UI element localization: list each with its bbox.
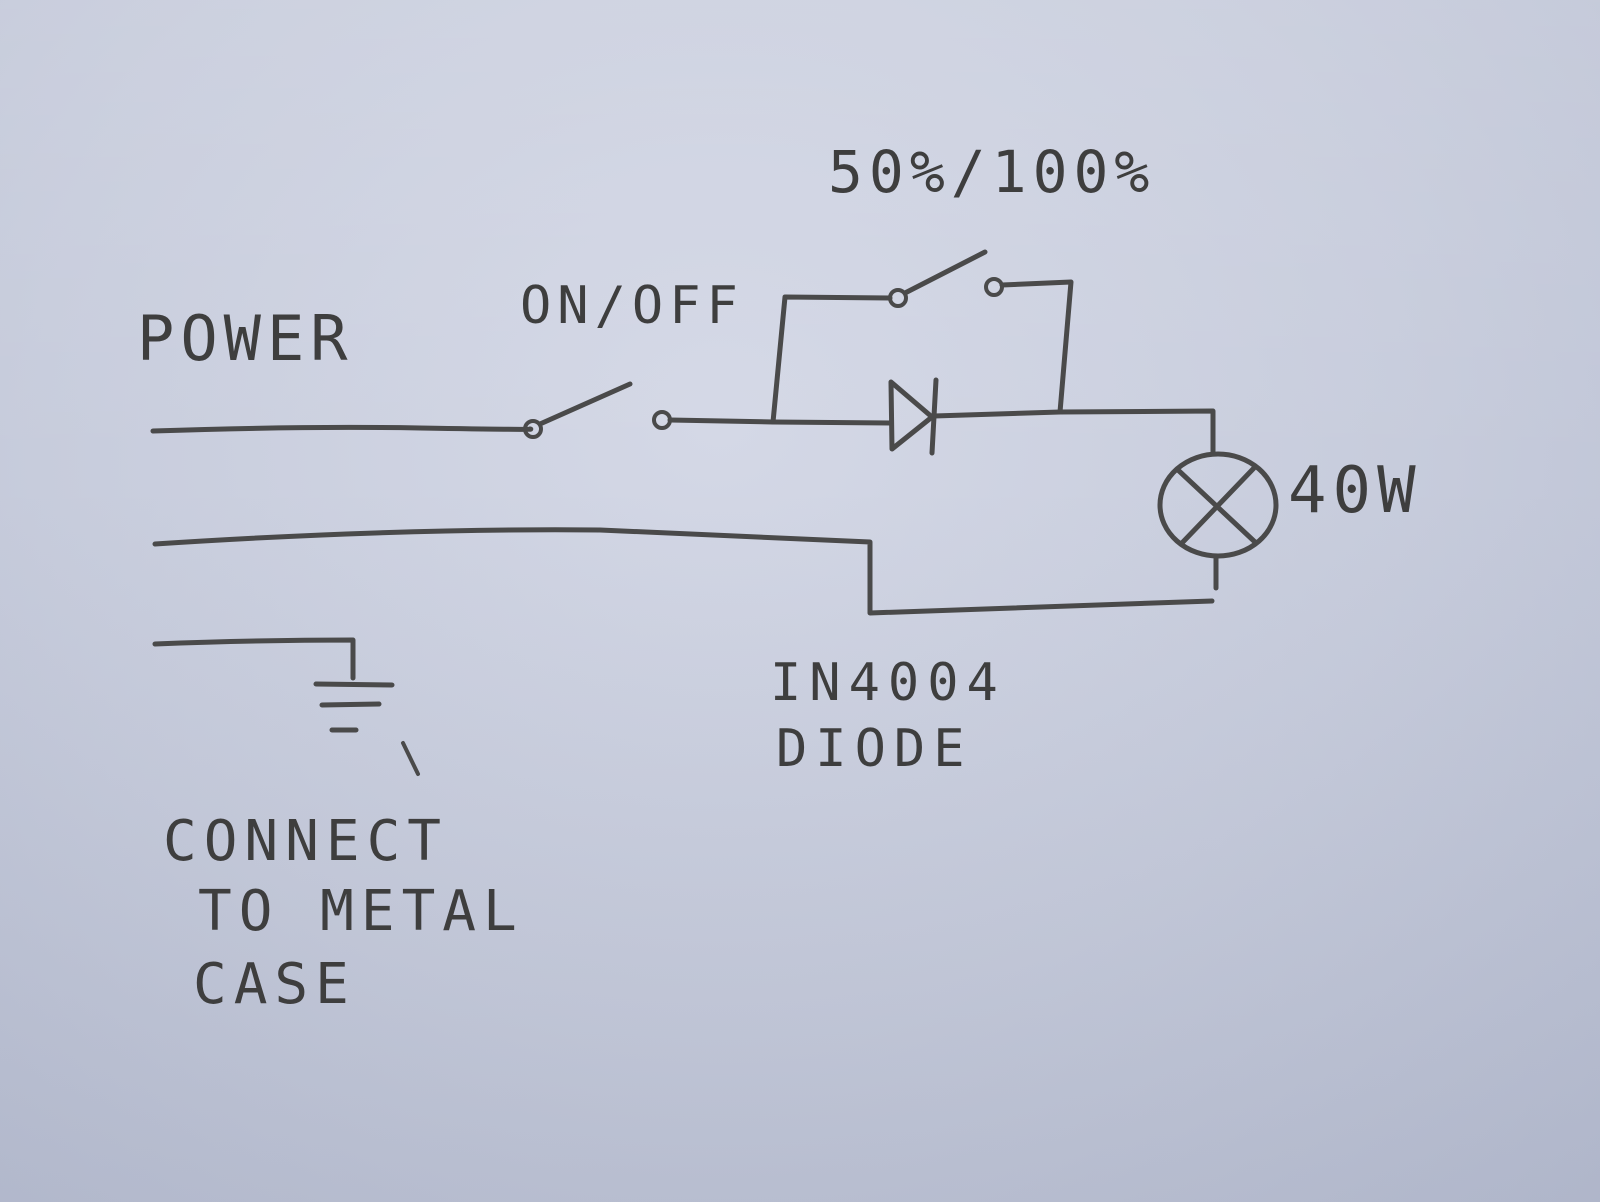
earth-wire bbox=[152, 637, 356, 681]
line-wire bbox=[150, 424, 534, 434]
ground-note-line-2: TO METAL bbox=[198, 879, 524, 944]
mode-switch-label: 50%/100% bbox=[828, 138, 1155, 206]
diode-symbol bbox=[888, 377, 1063, 456]
diode-output-wire bbox=[931, 409, 1063, 419]
switch-to-junction-wire bbox=[667, 417, 776, 425]
ground-symbol bbox=[152, 637, 420, 776]
neutral-wire bbox=[152, 527, 1215, 616]
on-off-label: ON/OFF bbox=[520, 276, 744, 336]
mode-switch-pivot bbox=[888, 288, 908, 308]
diode-triangle bbox=[888, 379, 935, 452]
on-off-switch-pivot bbox=[523, 419, 543, 439]
power-label: POWER bbox=[137, 302, 354, 375]
on-off-switch-lever bbox=[537, 381, 633, 427]
on-off-switch bbox=[523, 381, 672, 439]
bypass-branch bbox=[770, 249, 1074, 425]
lamp-symbol bbox=[1157, 451, 1279, 591]
bypass-left-wire bbox=[770, 294, 893, 425]
bypass-right-wire bbox=[999, 279, 1074, 415]
lamp-cross-2 bbox=[1178, 465, 1257, 547]
lamp-wattage-label: 40W bbox=[1288, 454, 1422, 528]
ground-pointer-stroke bbox=[401, 741, 420, 776]
to-lamp-wire bbox=[1057, 408, 1216, 455]
ground-bar-2 bbox=[319, 701, 382, 708]
mode-switch-contact bbox=[984, 277, 1004, 297]
ground-bar-1 bbox=[313, 681, 395, 688]
ground-note-line-3: CASE bbox=[193, 952, 356, 1017]
diode-part-label: IN4004 bbox=[770, 653, 1006, 713]
ground-note-line-1: CONNECT bbox=[163, 809, 448, 874]
line-input-wire bbox=[150, 424, 534, 434]
diode-type-label: DIODE bbox=[776, 719, 973, 779]
mode-switch-lever bbox=[902, 249, 988, 296]
junction-to-diode-wire bbox=[770, 419, 893, 426]
